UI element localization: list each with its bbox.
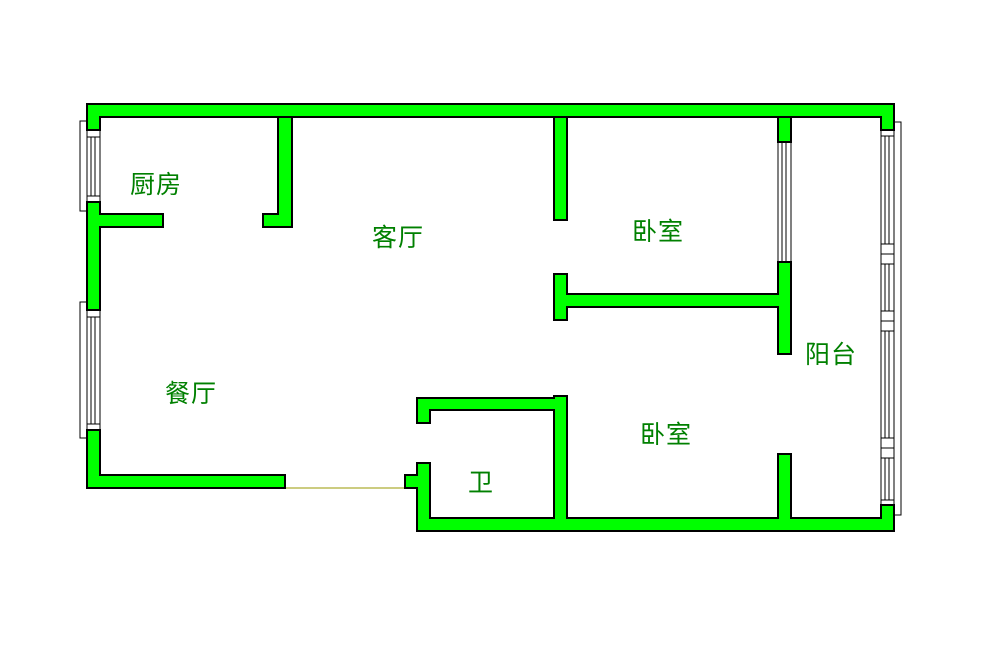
bedroom-window (777, 141, 792, 263)
room-label-living-room: 客厅 (372, 223, 425, 252)
room-label-bedroom-south: 卧室 (640, 420, 693, 449)
wall-fill (418, 464, 429, 530)
wall-fill (406, 476, 429, 487)
wall-fill (88, 476, 284, 487)
wall-fill (418, 519, 893, 530)
wall-fill (882, 105, 893, 129)
wall-fill (882, 506, 893, 530)
wall-fill (264, 215, 291, 226)
wall-fill (88, 105, 99, 129)
kitchen-window-frame (79, 120, 88, 212)
wall-fill (88, 105, 893, 116)
walls-fill (88, 105, 893, 530)
wall-fill (555, 295, 790, 306)
room-label-balcony: 阳台 (805, 340, 858, 369)
room-label-dining-room: 餐厅 (165, 379, 218, 408)
room-label-bedroom-north: 卧室 (632, 217, 685, 246)
balcony-window-frame (893, 121, 902, 516)
wall-fill (779, 263, 790, 353)
kitchen-window (86, 129, 101, 203)
wall-fill (88, 431, 99, 487)
wall-fill (555, 397, 566, 530)
wall-fill (555, 118, 566, 219)
dining-window-frame (79, 301, 88, 439)
wall-fill (418, 399, 566, 409)
wall-fill (279, 118, 291, 226)
wall-fill (779, 455, 790, 530)
room-label-kitchen: 厨房 (130, 170, 183, 199)
room-label-bathroom: 卫 (468, 468, 495, 497)
wall-fill (88, 215, 162, 226)
wall-fill (88, 203, 99, 309)
dining-window (86, 309, 101, 431)
wall-fill (418, 399, 429, 422)
wall-fill (779, 118, 790, 141)
